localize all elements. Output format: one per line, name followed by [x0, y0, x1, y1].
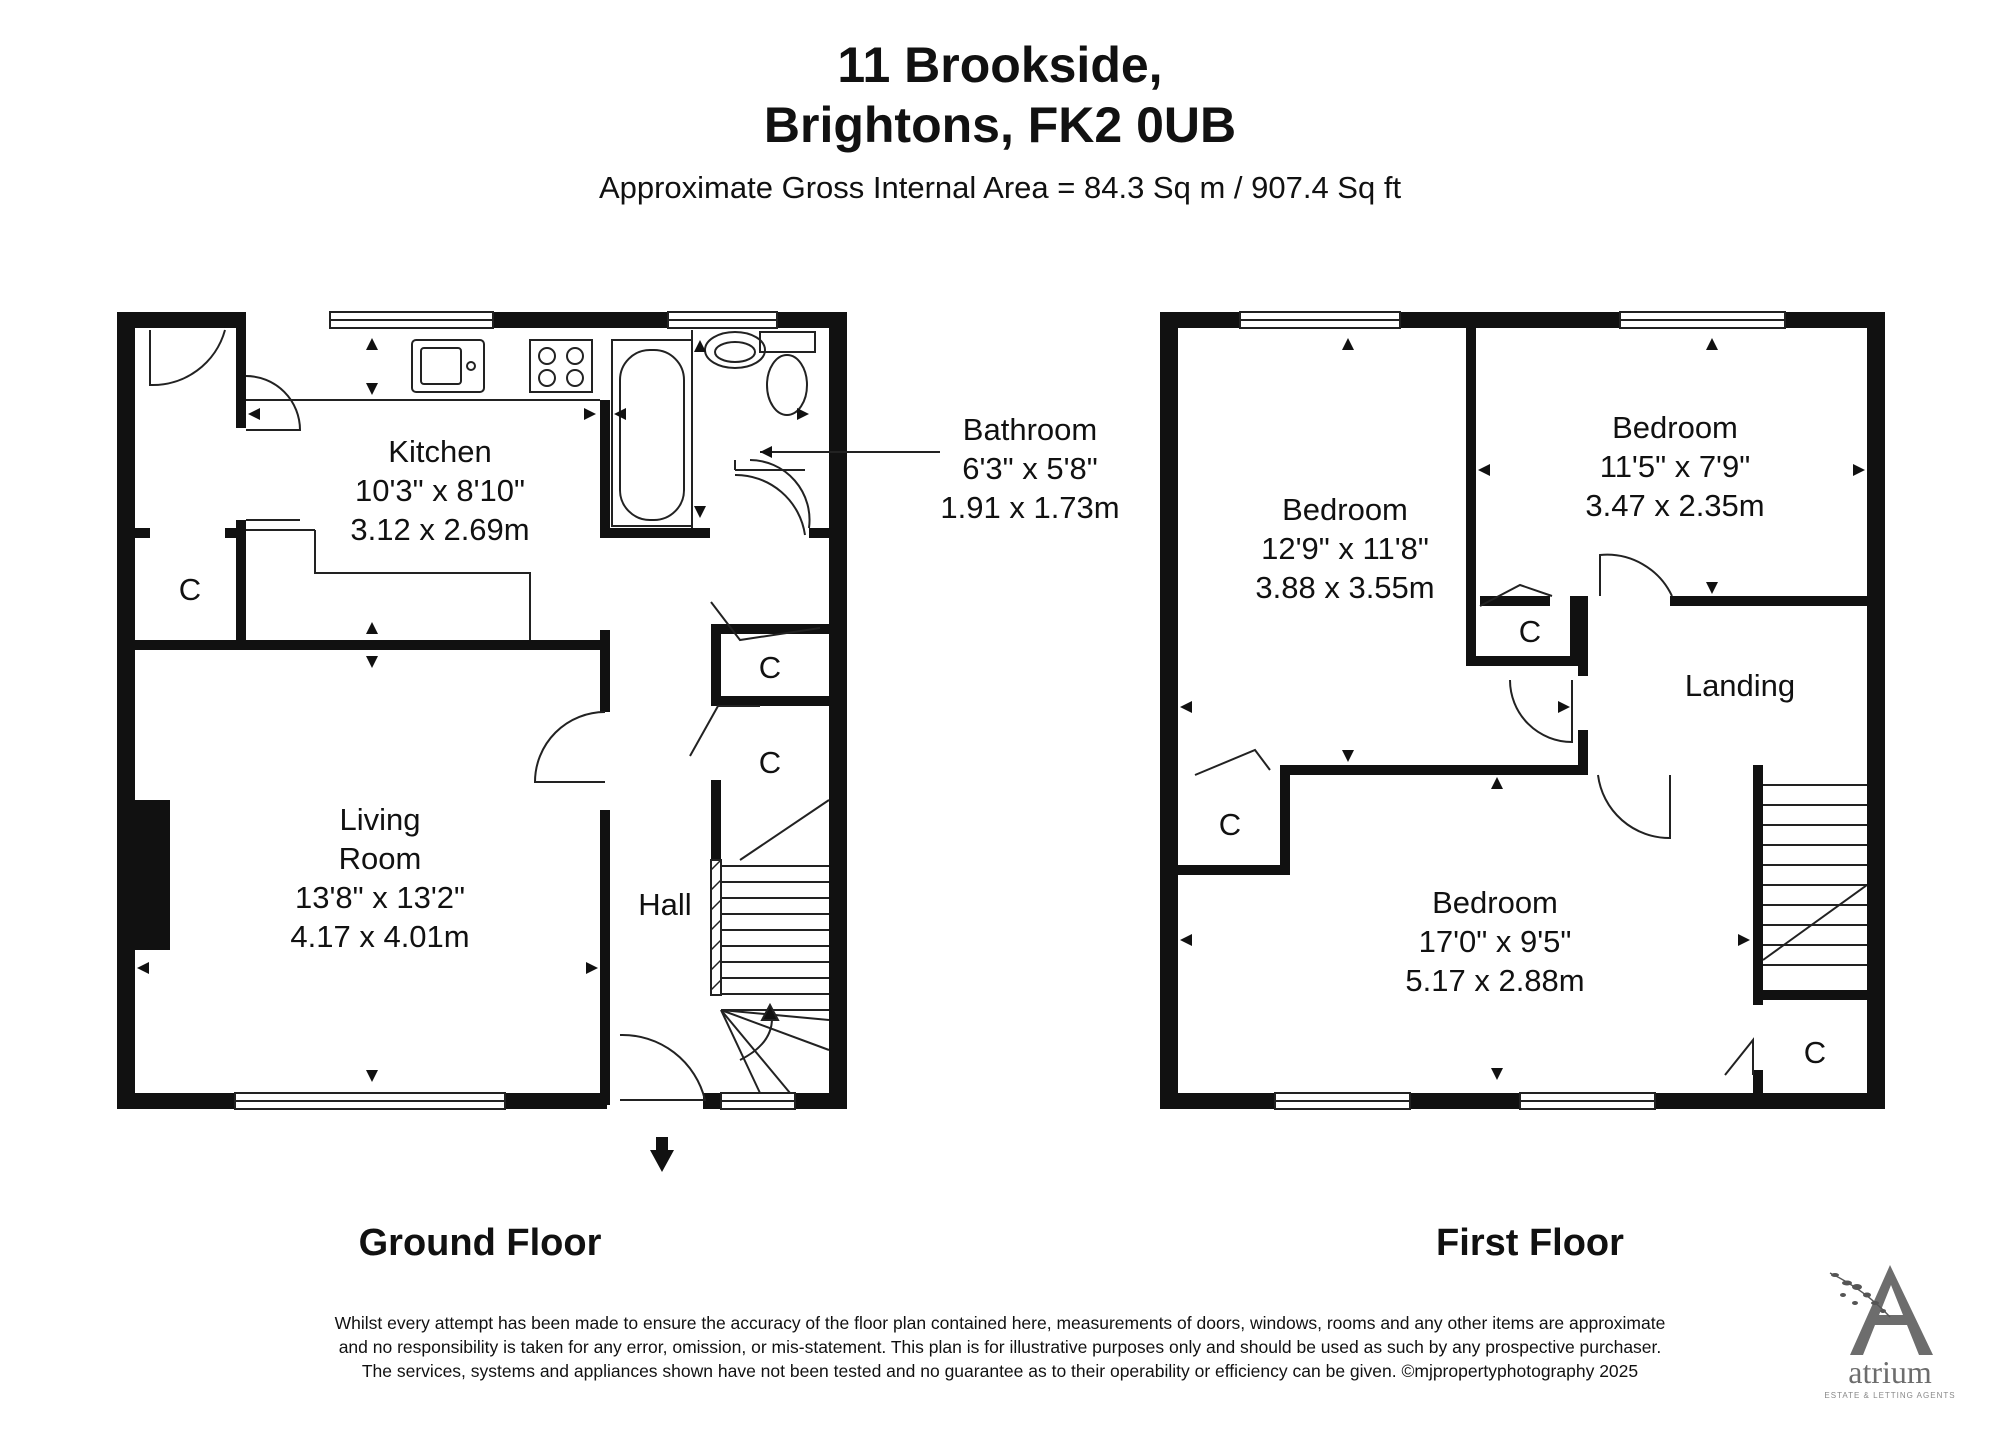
- ground-floor-stairs: [720, 799, 830, 1094]
- bathroom-name: Bathroom: [962, 412, 1098, 447]
- first-floor-stairs: [1762, 784, 1868, 966]
- hall-label: Hall: [638, 887, 692, 922]
- bedroom-1-imperial: 12'9" x 11'8": [1261, 531, 1429, 566]
- living-room-label: Living Room 13'8" x 13'2" 4.17 x 4.01m: [260, 800, 500, 956]
- bathroom-metric: 1.91 x 1.73m: [940, 490, 1120, 525]
- kitchen-label: Kitchen 10'3" x 8'10" 3.12 x 2.69m: [330, 432, 550, 549]
- bedroom-1-metric: 3.88 x 3.55m: [1255, 570, 1435, 605]
- kitchen-units: [246, 339, 600, 640]
- cupboard-label-6: C: [1803, 1035, 1827, 1070]
- bedroom-2-name: Bedroom: [1612, 410, 1738, 445]
- ground-floor-label: Ground Floor: [358, 1222, 602, 1264]
- bedroom-2-label: Bedroom 11'5" x 7'9" 3.47 x 2.35m: [1555, 408, 1795, 525]
- disclaimer-line-2: and no responsibility is taken for any e…: [338, 1337, 1662, 1357]
- disclaimer-line-3: The services, systems and appliances sho…: [361, 1361, 1639, 1381]
- ground-floor-doors: [149, 329, 821, 1101]
- first-floor-internal-walls: [1178, 328, 1867, 1100]
- living-room-imperial: 13'8" x 13'2": [294, 880, 465, 915]
- logo-tagline: ESTATE & LETTING AGENTS: [1824, 1391, 1956, 1400]
- cupboard-label-2: C: [758, 650, 782, 685]
- bathroom-fittings: [611, 330, 816, 529]
- first-floor-label: First Floor: [1436, 1222, 1624, 1264]
- living-room-metric: 4.17 x 4.01m: [290, 919, 470, 954]
- kitchen-imperial: 10'3" x 8'10": [354, 473, 525, 508]
- title-address-line-2: Brightons, FK2 0UB: [763, 97, 1237, 153]
- ground-floor-windows: [234, 311, 796, 1110]
- bedroom-2-metric: 3.47 x 2.35m: [1585, 488, 1765, 523]
- bedroom-3-name: Bedroom: [1432, 885, 1558, 920]
- gross-internal-area: Approximate Gross Internal Area = 84.3 S…: [598, 170, 1402, 205]
- bathroom-label: Bathroom 6'3" x 5'8" 1.91 x 1.73m: [920, 410, 1140, 527]
- bedroom-3-metric: 5.17 x 2.88m: [1405, 963, 1585, 998]
- title-address-line-1: 11 Brookside,: [837, 37, 1163, 93]
- landing-label: Landing: [1684, 668, 1796, 703]
- bedroom-3-imperial: 17'0" x 9'5": [1418, 924, 1572, 959]
- living-room-name-1: Living: [339, 802, 421, 837]
- logo-wordmark: atrium: [1848, 1354, 1932, 1390]
- bedroom-1-name: Bedroom: [1282, 492, 1408, 527]
- ground-floor-stair-hatch: [710, 859, 722, 991]
- ground-floor-internal-walls: [135, 328, 829, 1105]
- bedroom-3-label: Bedroom 17'0" x 9'5" 5.17 x 2.88m: [1375, 883, 1615, 1000]
- bedroom-1-label: Bedroom 12'9" x 11'8" 3.88 x 3.55m: [1225, 490, 1465, 607]
- cupboard-label-3: C: [758, 745, 782, 780]
- dimension-arrows: [137, 338, 1865, 1082]
- bathroom-imperial: 6'3" x 5'8": [962, 451, 1098, 486]
- fireplace: [135, 800, 170, 950]
- bedroom-2-imperial: 11'5" x 7'9": [1599, 449, 1751, 484]
- ground-floor-outer-walls: [117, 312, 847, 1109]
- cupboard-label-5: C: [1218, 807, 1242, 842]
- first-floor-windows: [1239, 311, 1786, 1110]
- living-room-name-2: Room: [338, 841, 422, 876]
- first-floor-outer-walls: [1160, 312, 1885, 1109]
- atrium-logo-icon: [1829, 1265, 1933, 1355]
- kitchen-name: Kitchen: [388, 434, 492, 469]
- cupboard-label-1: C: [178, 572, 202, 607]
- disclaimer: Whilst every attempt has been made to en…: [250, 1311, 1750, 1383]
- first-floor-doors: [1194, 553, 1754, 1076]
- disclaimer-line-1: Whilst every attempt has been made to en…: [334, 1313, 1666, 1333]
- entrance-arrow-icon: [650, 1137, 674, 1172]
- cupboard-label-4: C: [1518, 614, 1542, 649]
- kitchen-metric: 3.12 x 2.69m: [350, 512, 530, 547]
